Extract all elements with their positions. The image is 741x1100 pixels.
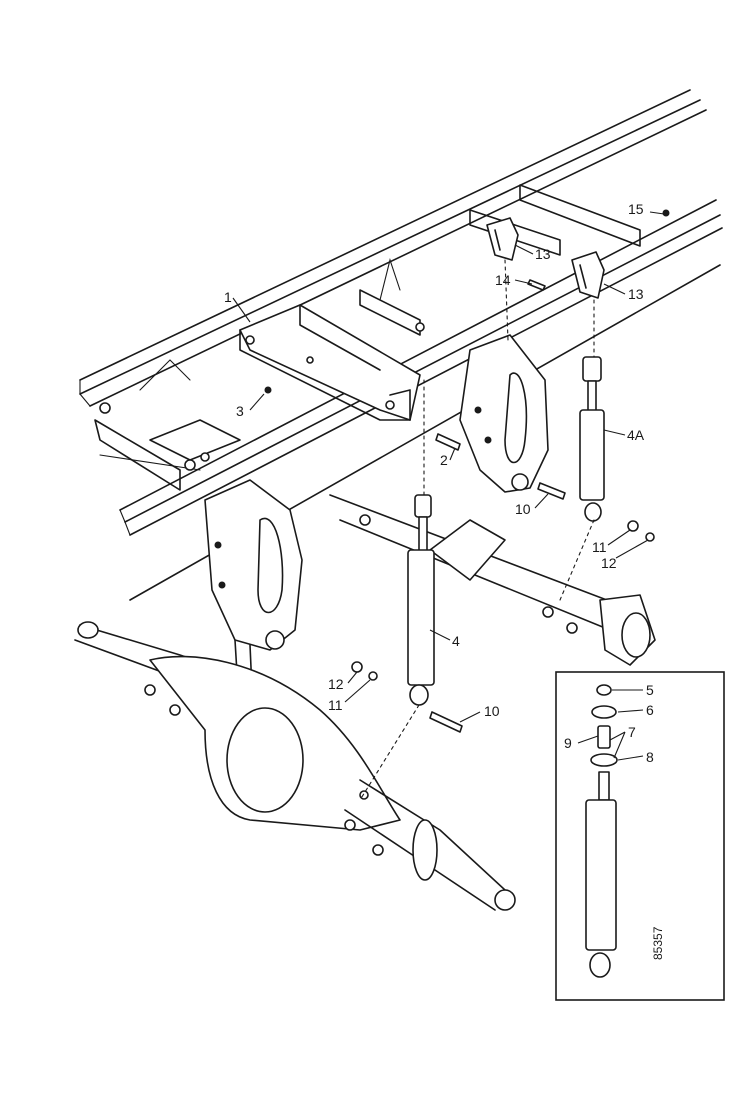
drawing-code: 85357	[651, 926, 665, 960]
rear-axle-upper	[329, 494, 656, 666]
callout-14: 14	[495, 272, 511, 288]
callout-5: 5	[646, 682, 654, 698]
callout-15: 15	[628, 201, 644, 217]
callout-4: 4	[452, 633, 460, 649]
inset-shock-absorber	[585, 684, 618, 978]
callout-11-left: 11	[328, 697, 343, 713]
callout-13-left: 13	[535, 246, 551, 262]
callout-13-right: 13	[628, 286, 644, 302]
callout-11-right: 11	[592, 539, 607, 555]
callout-3: 3	[236, 403, 244, 419]
callout-labels: 1 2 3 4 4A 5 6 7 8 9 10 10 11 11 12 12 1…	[224, 201, 665, 960]
spring-hanger-right	[459, 334, 549, 493]
inset-detail	[555, 671, 725, 1001]
cross-beam-bracket	[239, 304, 421, 421]
axle-housing	[74, 621, 516, 911]
callout-10-upper: 10	[515, 501, 531, 517]
callout-10-lower: 10	[484, 703, 500, 719]
callout-6: 6	[646, 702, 654, 718]
callout-12-right: 12	[601, 555, 617, 571]
leader-lines	[232, 211, 665, 761]
upper-shock-bracket-left	[486, 217, 519, 261]
shock-absorber-4a	[579, 356, 605, 522]
callout-9: 9	[564, 735, 572, 751]
fasteners	[264, 209, 670, 733]
chassis-frame	[79, 89, 723, 601]
callout-12-left: 12	[328, 676, 344, 692]
callout-8: 8	[646, 749, 654, 765]
callout-4a: 4A	[627, 427, 645, 443]
assembly-lines	[359, 259, 595, 801]
callout-7: 7	[628, 724, 636, 740]
callout-1: 1	[224, 289, 232, 305]
spring-hanger-left	[204, 479, 303, 691]
upper-shock-bracket-right	[571, 251, 605, 299]
callout-2: 2	[440, 452, 448, 468]
